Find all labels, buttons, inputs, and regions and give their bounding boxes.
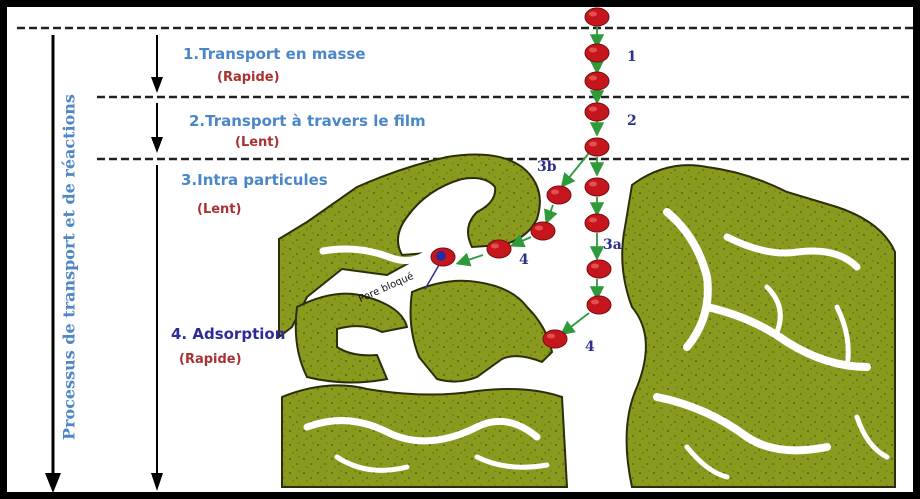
adsorbent-solid [279,155,895,487]
path-label-3a: 3a [603,237,622,253]
path-label-2: 2 [627,113,637,129]
side-title: Processus de transport et de réactions [60,94,79,440]
particle [585,44,609,62]
step-4-title: 4. Adsorption [171,325,285,343]
adsorbent-lobe-a [296,294,407,383]
adsorbent-lobe-b [411,281,552,382]
particle [587,260,611,278]
path-label-3b: 3b [537,159,557,175]
process-arrow-head [45,473,61,493]
step-2-title: 2.Transport à travers le film [189,112,426,130]
particle [531,222,555,240]
step-3-speed: (Lent) [197,202,241,217]
particle [547,186,571,204]
step-arrows [151,35,163,491]
path-label-1: 1 [627,49,637,65]
particle [585,72,609,90]
particle [587,296,611,314]
step-4-speed: (Rapide) [179,352,242,367]
diagram-canvas [7,7,920,499]
particle [585,178,609,196]
step-3-title: 3.Intra particules [181,171,328,189]
step-2-speed: (Lent) [235,135,279,150]
particle [585,214,609,232]
particle [543,330,567,348]
blocked-particle-core [436,251,446,261]
adsorbent-lower-left [282,385,567,487]
step-1-title: 1.Transport en masse [183,45,366,63]
particle [585,103,609,121]
path-label-4-left: 4 [519,252,529,268]
particle [585,138,609,156]
particle [487,240,511,258]
step-1-speed: (Rapide) [217,70,280,85]
path-label-4-right: 4 [585,339,595,355]
particle [585,8,609,26]
